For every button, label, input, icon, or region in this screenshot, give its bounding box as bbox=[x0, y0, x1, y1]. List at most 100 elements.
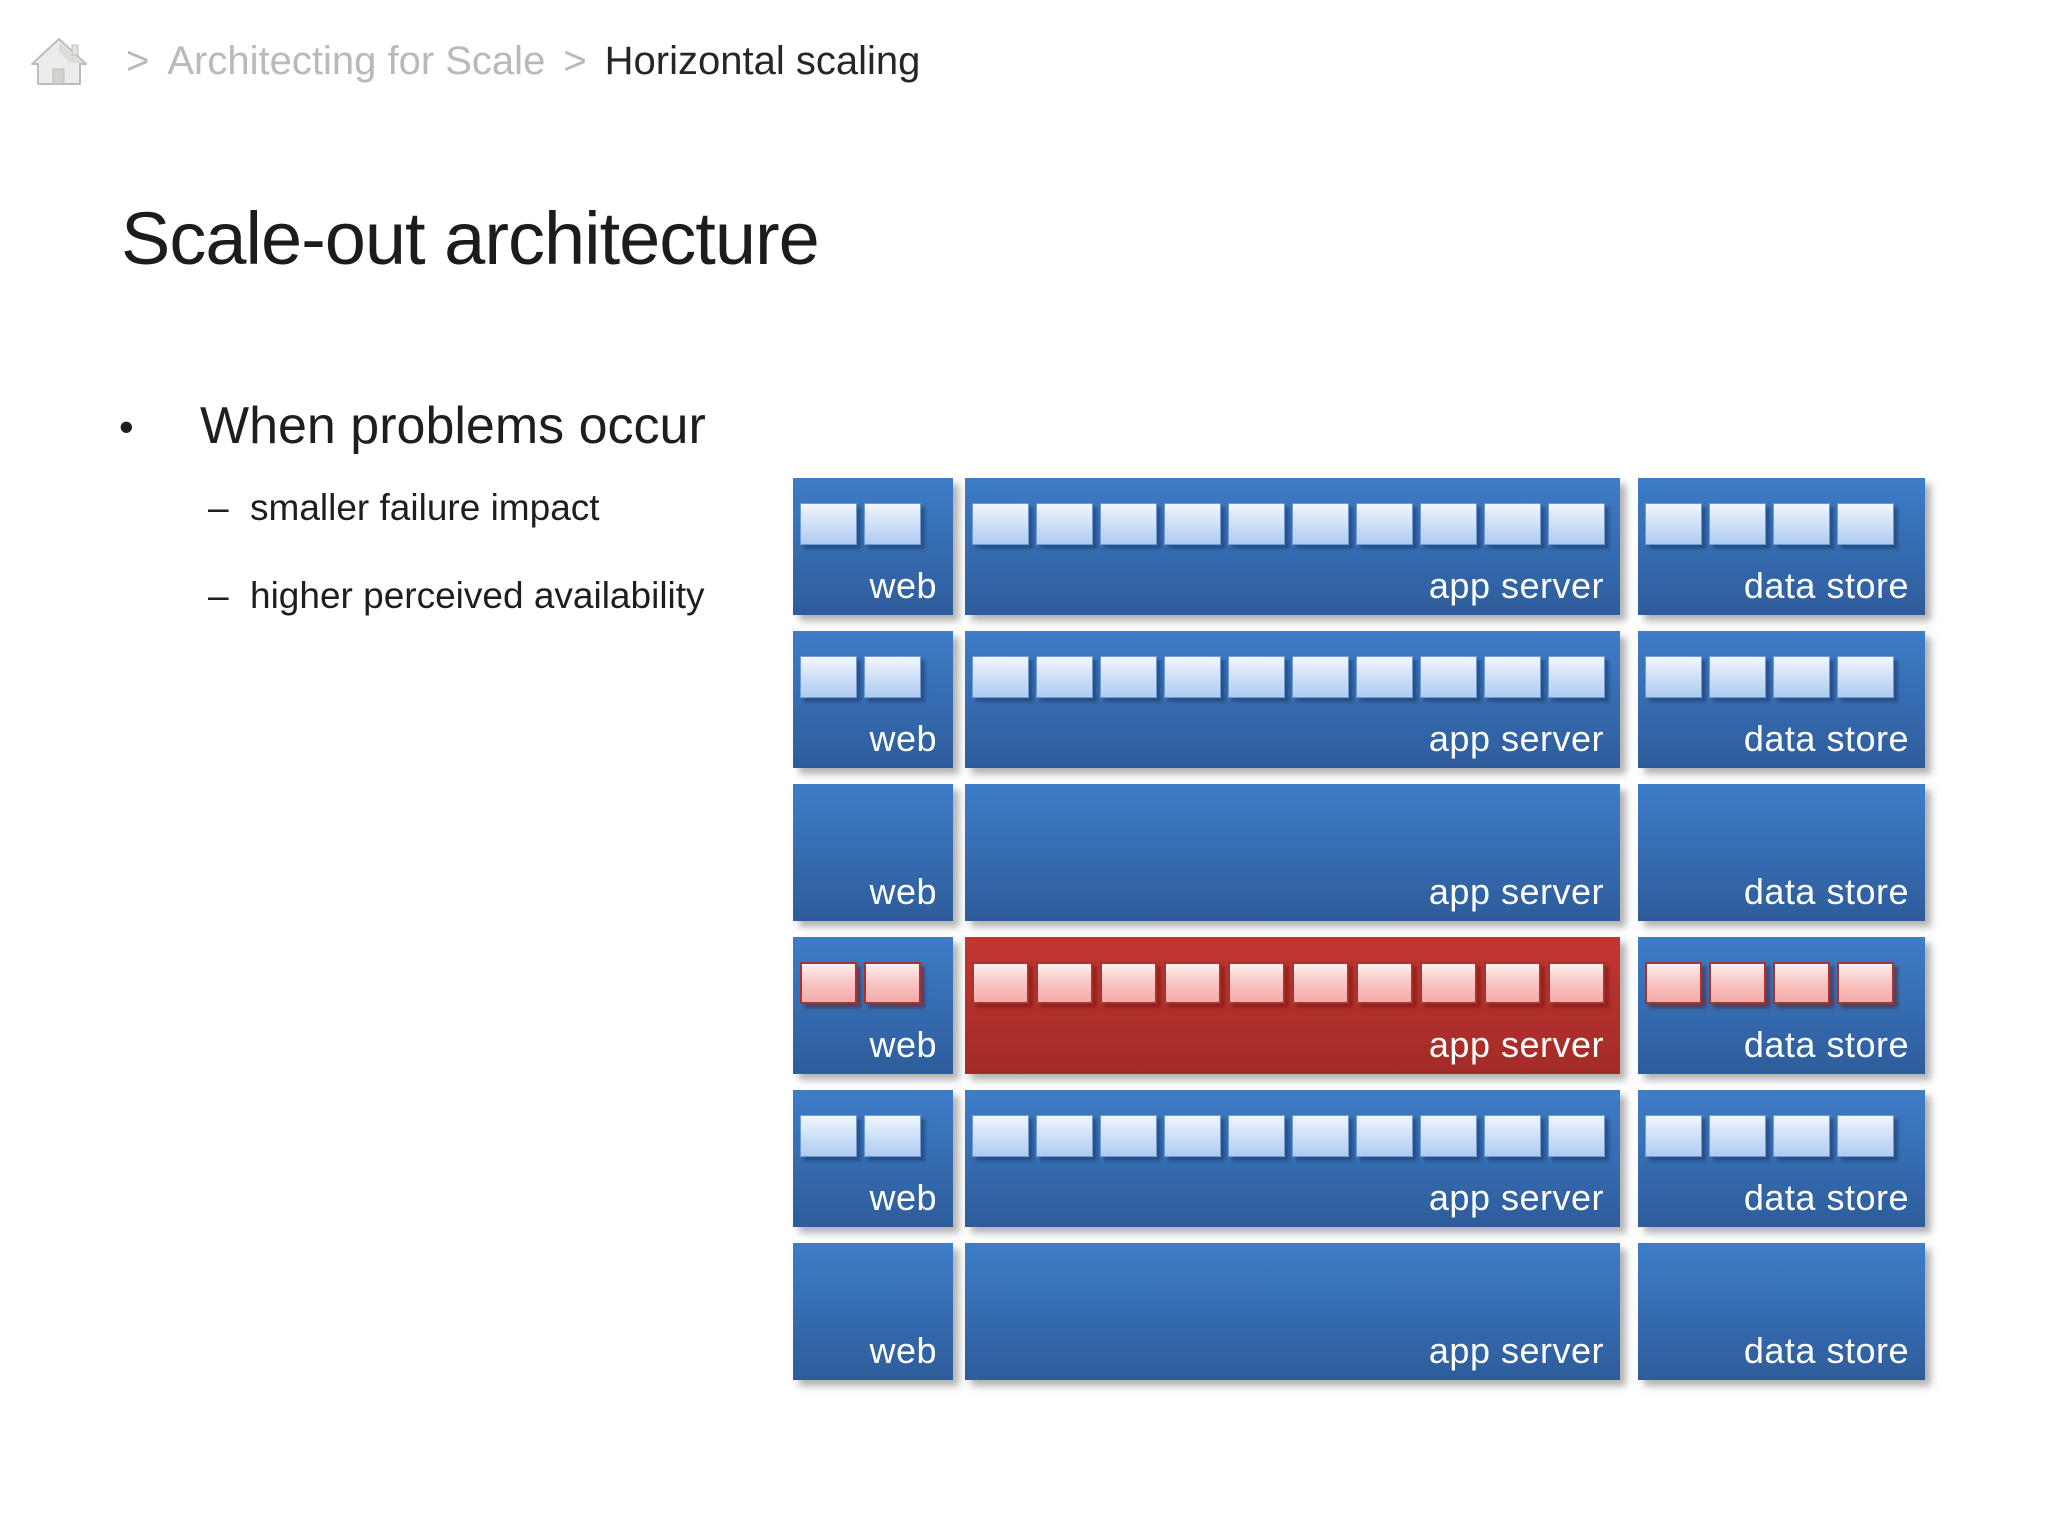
node-label: data store bbox=[1743, 1177, 1909, 1218]
server-unit bbox=[800, 503, 857, 545]
server-unit bbox=[1837, 1115, 1894, 1157]
bullet-when-problems-occur: • When problems occur bbox=[119, 396, 706, 458]
home-icon[interactable] bbox=[30, 36, 88, 86]
diagram-row: web app server data store bbox=[793, 478, 1925, 615]
server-unit bbox=[1356, 656, 1413, 698]
server-units bbox=[793, 631, 953, 698]
web-box: web bbox=[793, 784, 953, 921]
node-label: web bbox=[869, 1330, 937, 1371]
node-label: app server bbox=[1428, 1024, 1604, 1065]
server-unit bbox=[1484, 503, 1541, 545]
node-label: web bbox=[869, 871, 937, 912]
diagram-row-failed: web app server data store bbox=[793, 937, 1925, 1074]
server-units bbox=[793, 937, 953, 1004]
node-label: data store bbox=[1743, 871, 1909, 912]
data-store-box: data store bbox=[1638, 631, 1925, 768]
data-store-box: data store bbox=[1638, 478, 1925, 615]
server-unit bbox=[1164, 1115, 1221, 1157]
sub-bullet-text: smaller failure impact bbox=[250, 487, 600, 528]
server-units bbox=[1638, 1090, 1925, 1157]
server-unit bbox=[1356, 1115, 1413, 1157]
data-store-box: data store bbox=[1638, 1243, 1925, 1380]
server-unit-failed bbox=[1164, 962, 1221, 1004]
server-unit bbox=[864, 656, 921, 698]
node-label: web bbox=[869, 565, 937, 606]
server-units bbox=[1638, 1243, 1925, 1268]
server-unit bbox=[1100, 1115, 1157, 1157]
server-unit bbox=[1036, 1115, 1093, 1157]
server-unit bbox=[972, 656, 1029, 698]
server-unit-failed bbox=[1036, 962, 1093, 1004]
web-box: web bbox=[793, 937, 953, 1074]
server-unit bbox=[1228, 503, 1285, 545]
app-server-box: app server bbox=[965, 478, 1620, 615]
server-unit-failed bbox=[1100, 962, 1157, 1004]
web-box: web bbox=[793, 631, 953, 768]
breadcrumb-item-horizontal-scaling: Horizontal scaling bbox=[604, 38, 921, 83]
server-units bbox=[793, 1243, 953, 1268]
server-unit-failed bbox=[800, 962, 857, 1004]
server-unit-failed bbox=[1228, 962, 1285, 1004]
server-unit bbox=[1645, 1115, 1702, 1157]
server-unit bbox=[800, 1115, 857, 1157]
server-unit-failed bbox=[864, 962, 921, 1004]
server-unit bbox=[1228, 656, 1285, 698]
server-units bbox=[793, 1090, 953, 1157]
server-unit-failed bbox=[1484, 962, 1541, 1004]
node-label: data store bbox=[1743, 718, 1909, 759]
data-store-box: data store bbox=[1638, 784, 1925, 921]
node-label: app server bbox=[1428, 1330, 1604, 1371]
web-box: web bbox=[793, 478, 953, 615]
sub-bullet-smaller-failure-impact: – smaller failure impact bbox=[208, 487, 600, 529]
node-label: app server bbox=[1428, 718, 1604, 759]
server-unit bbox=[1164, 503, 1221, 545]
node-label: data store bbox=[1743, 1330, 1909, 1371]
server-units bbox=[1638, 784, 1925, 809]
breadcrumb-separator: > bbox=[126, 38, 150, 83]
node-label: web bbox=[869, 1024, 937, 1065]
data-store-box: data store bbox=[1638, 937, 1925, 1074]
bullet-marker: • bbox=[119, 403, 134, 450]
node-label: app server bbox=[1428, 871, 1604, 912]
server-unit-failed bbox=[972, 962, 1029, 1004]
app-server-box: app server bbox=[965, 631, 1620, 768]
server-unit-failed bbox=[1292, 962, 1349, 1004]
server-unit bbox=[1292, 656, 1349, 698]
sub-bullet-marker: – bbox=[208, 487, 229, 528]
page-title: Scale-out architecture bbox=[121, 197, 820, 280]
node-label: app server bbox=[1428, 1177, 1604, 1218]
server-unit bbox=[1484, 1115, 1541, 1157]
server-unit bbox=[1709, 656, 1766, 698]
server-unit bbox=[1292, 503, 1349, 545]
sub-bullet-text: higher perceived availability bbox=[250, 575, 705, 616]
server-unit-failed bbox=[1420, 962, 1477, 1004]
web-box: web bbox=[793, 1243, 953, 1380]
server-unit bbox=[1645, 656, 1702, 698]
server-unit bbox=[1164, 656, 1221, 698]
sub-bullet-higher-perceived-availability: – higher perceived availability bbox=[208, 575, 705, 617]
server-unit bbox=[1228, 1115, 1285, 1157]
node-label: web bbox=[869, 1177, 937, 1218]
server-unit bbox=[1773, 1115, 1830, 1157]
server-unit bbox=[800, 656, 857, 698]
server-unit bbox=[1709, 503, 1766, 545]
server-unit bbox=[1420, 1115, 1477, 1157]
server-units bbox=[965, 631, 1620, 698]
server-unit bbox=[1100, 503, 1157, 545]
server-unit bbox=[1837, 656, 1894, 698]
web-box: web bbox=[793, 1090, 953, 1227]
server-unit bbox=[1292, 1115, 1349, 1157]
server-unit-failed bbox=[1709, 962, 1766, 1004]
node-label: data store bbox=[1743, 565, 1909, 606]
server-unit bbox=[1420, 656, 1477, 698]
breadcrumb-item-architecting-for-scale[interactable]: Architecting for Scale bbox=[167, 38, 546, 83]
server-unit bbox=[1709, 1115, 1766, 1157]
server-unit-failed bbox=[1356, 962, 1413, 1004]
server-unit bbox=[972, 503, 1029, 545]
server-unit bbox=[1548, 503, 1605, 545]
server-unit bbox=[1484, 656, 1541, 698]
server-unit bbox=[1837, 503, 1894, 545]
server-unit bbox=[864, 503, 921, 545]
sub-bullet-marker: – bbox=[208, 575, 229, 616]
